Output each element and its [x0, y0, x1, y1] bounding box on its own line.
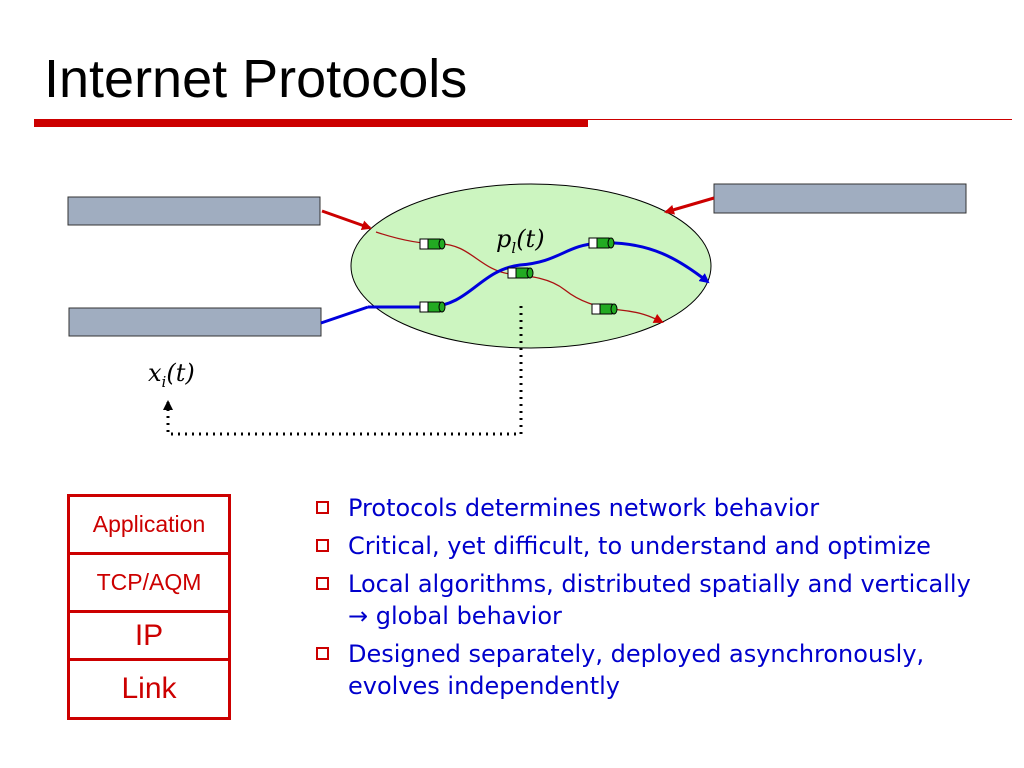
- bullet-item: Designed separately, deployed asynchrono…: [314, 638, 994, 702]
- router-icon-1: [419, 238, 446, 250]
- bullet-text: Critical, yet difficult, to understand a…: [348, 532, 931, 560]
- stack-layer-ip: IP: [67, 610, 231, 661]
- title-underline-thin: [588, 119, 1012, 120]
- network-cloud: [350, 183, 712, 349]
- arrow-top-right: [664, 196, 715, 215]
- router-icon-5: [591, 303, 618, 315]
- stack-layer-application: Application: [67, 494, 231, 555]
- checkbox-bullet-icon: [316, 577, 329, 590]
- router-icon-2: [588, 237, 615, 249]
- flow-blue: [368, 241, 710, 309]
- feedback-path: [163, 306, 523, 436]
- router-icon-4: [419, 301, 446, 313]
- bullet-text: Protocols determines network behavior: [348, 494, 820, 522]
- arrow-top-left: [321, 209, 372, 231]
- slide-title: Internet Protocols: [44, 49, 468, 109]
- bullet-item: Critical, yet difficult, to understand a…: [314, 530, 994, 562]
- bullet-item: Protocols determines network behavior: [314, 492, 994, 524]
- bullet-item: Local algorithms, distributed spatially …: [314, 568, 994, 632]
- router-icon-3: [507, 267, 534, 279]
- host-bottom-left: [68, 307, 322, 337]
- bullet-text: Designed separately, deployed asynchrono…: [348, 640, 925, 700]
- protocol-stack: Application TCP/AQM IP Link: [67, 494, 231, 720]
- bullet-list: Protocols determines network behavior Cr…: [314, 492, 994, 708]
- arrow-bottom-left: [320, 305, 369, 325]
- stack-layer-tcp-aqm: TCP/AQM: [67, 552, 231, 613]
- host-top-right: [713, 183, 967, 214]
- host-top-left: [67, 196, 321, 226]
- bullet-text: Local algorithms, distributed spatially …: [348, 570, 971, 630]
- checkbox-bullet-icon: [316, 501, 329, 514]
- title-underline: [34, 119, 588, 127]
- stack-layer-link: Link: [67, 658, 231, 720]
- checkbox-bullet-icon: [316, 539, 329, 552]
- checkbox-bullet-icon: [316, 647, 329, 660]
- link-price-label: pl(t): [496, 225, 545, 257]
- source-rate-label: xi(t): [148, 359, 195, 391]
